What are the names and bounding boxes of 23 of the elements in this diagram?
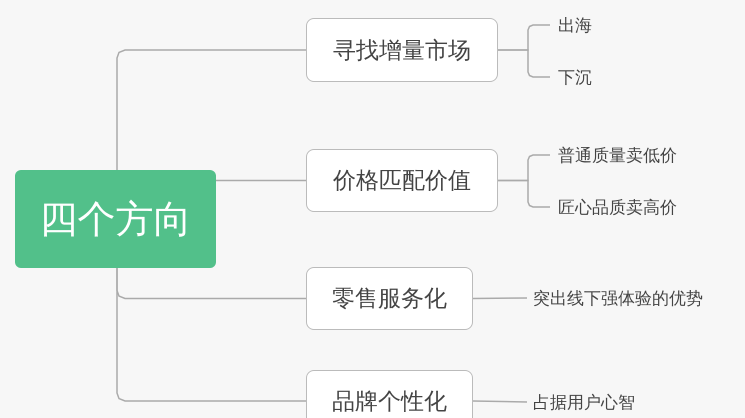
connector-line (116, 49, 306, 170)
connector-line (498, 180, 550, 208)
subtopic-text: 出海 (558, 14, 592, 36)
central-topic-box (15, 170, 216, 268)
topic-text: 品牌个性化 (332, 388, 447, 416)
topic-box (306, 18, 498, 82)
subtopic-text: 普通质量卖低价 (558, 144, 677, 166)
topic-box (306, 267, 473, 330)
topic-box (306, 149, 498, 212)
topic-text: 价格匹配价值 (333, 167, 471, 196)
subtopic-text: 突出线下强体验的优势 (533, 288, 703, 310)
subtopic-text: 占据用户心智 (533, 392, 635, 414)
topic-box (306, 370, 473, 418)
topic-text: 四个方向 (40, 196, 192, 242)
connector-line (498, 49, 550, 78)
topic-text: 零售服务化 (332, 285, 447, 314)
connector-line (216, 180, 306, 182)
connector-line (473, 297, 527, 300)
subtopic-text: 下沉 (558, 66, 592, 88)
connector-line (116, 268, 306, 402)
topic-text: 寻找增量市场 (333, 36, 471, 66)
subtopic-text: 匠心品质卖高价 (558, 196, 677, 218)
connector-line (472, 400, 528, 403)
